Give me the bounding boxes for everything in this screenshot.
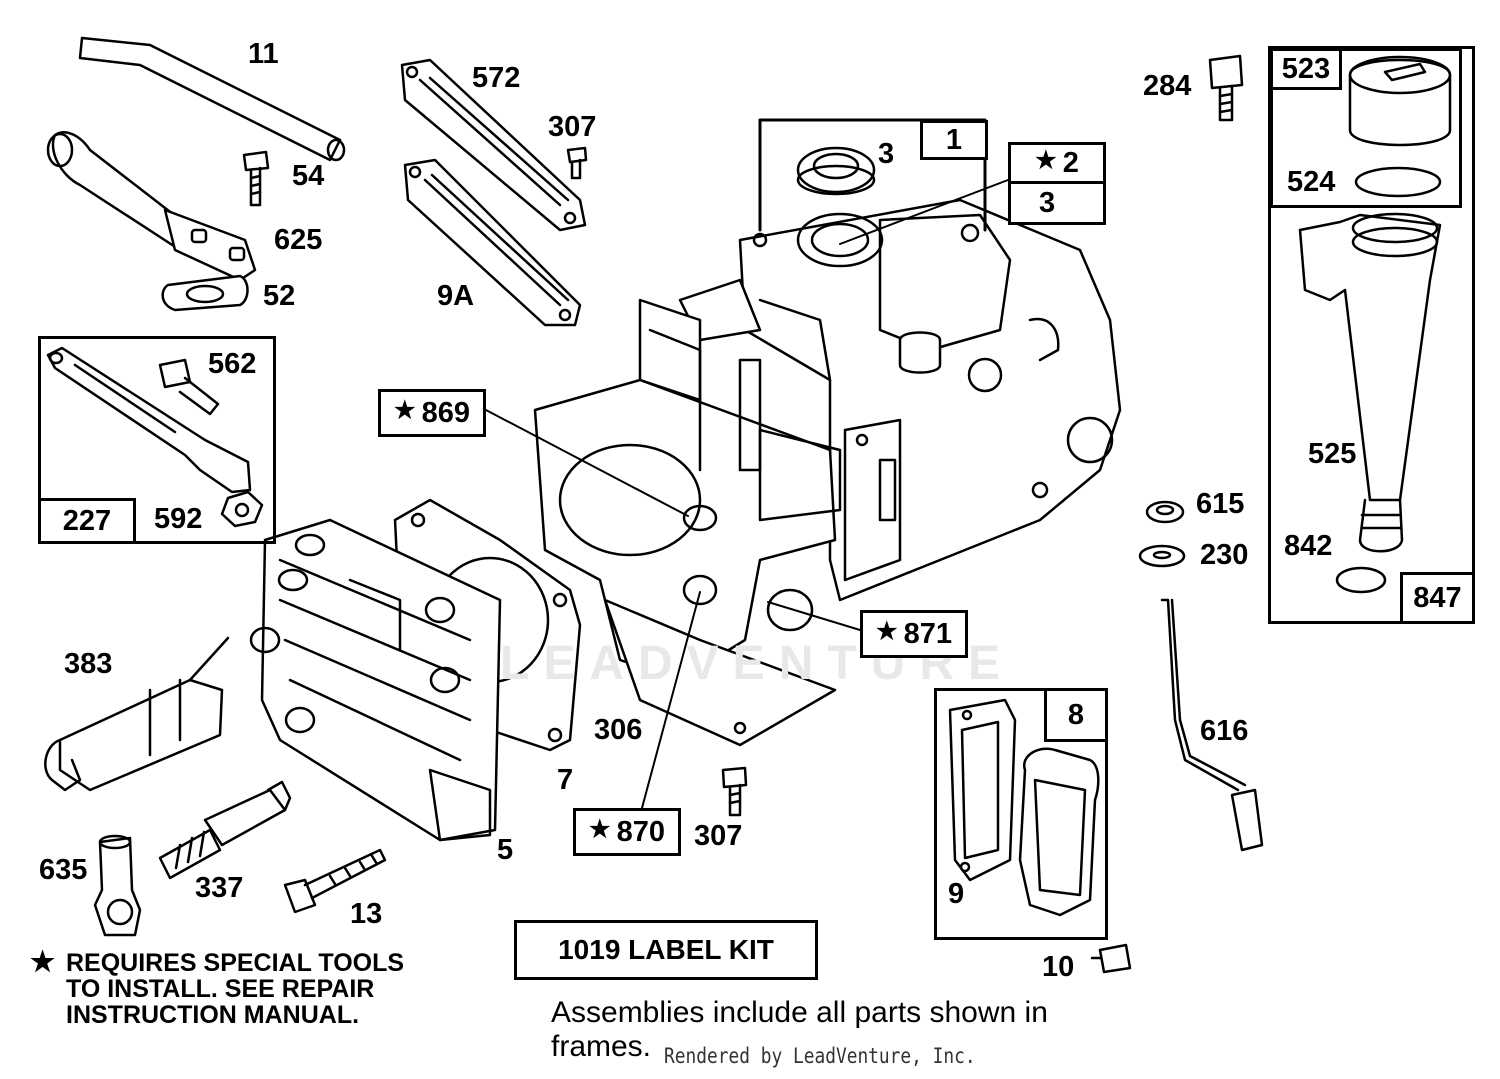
breather-tube-part <box>78 36 346 162</box>
callout-3: 3 <box>1039 186 1056 219</box>
plug-boot-part <box>93 834 142 937</box>
callout-870: 870 <box>616 815 665 848</box>
gasket-9A-part <box>403 158 582 327</box>
ignition-armature-part <box>44 636 230 792</box>
callout-383: 383 <box>64 648 113 680</box>
star-icon: ★ <box>1035 147 1057 174</box>
callout-52: 52 <box>263 280 296 312</box>
oil-seal-part <box>796 146 876 196</box>
intake-elbow-part <box>46 131 257 282</box>
callout-871: 871 <box>903 617 952 650</box>
frame-8 <box>934 688 1108 940</box>
callout-8-box: 8 <box>1044 688 1108 742</box>
governor-link-part <box>1160 598 1264 852</box>
nut-592-part <box>220 490 264 528</box>
callout-2-box: ★ 2 <box>1008 142 1106 184</box>
callout-635: 635 <box>39 854 88 886</box>
screw-284-part <box>1208 54 1244 122</box>
frame-227 <box>38 336 276 544</box>
callout-871-box: ★ 871 <box>860 610 968 658</box>
gasket-572-part <box>400 58 587 232</box>
breather-cover-part <box>1018 747 1100 917</box>
callout-847: 847 <box>1413 581 1462 614</box>
star-icon: ★ <box>876 618 898 645</box>
screw-54-part <box>242 150 270 207</box>
callout-3-box: 3 <box>1008 181 1106 225</box>
base-gasket-part <box>603 598 837 747</box>
callout-572: 572 <box>472 62 521 94</box>
screw-307-bottom-part <box>721 766 748 817</box>
special-tools-line1: REQUIRES SPECIAL TOOLS <box>66 949 405 977</box>
callout-592: 592 <box>154 503 203 535</box>
callout-870-box: ★ 870 <box>573 808 681 856</box>
callout-524: 524 <box>1287 166 1336 198</box>
assemblies-note: Assemblies include all parts shown in fr… <box>551 996 1048 1064</box>
callout-525: 525 <box>1308 438 1357 470</box>
governor-lever-part <box>46 346 252 494</box>
star-icon: ★ <box>589 816 611 843</box>
callout-10: 10 <box>1042 951 1075 983</box>
callout-11: 11 <box>248 38 279 70</box>
star-icon: ★ <box>394 397 416 424</box>
callout-842: 842 <box>1284 530 1333 562</box>
callout-523: 523 <box>1281 52 1331 85</box>
bolt-562-part <box>158 358 220 416</box>
callout-1-box: 1 <box>920 120 988 160</box>
washer-230-part <box>1138 544 1186 568</box>
callout-8: 8 <box>1067 698 1085 731</box>
callout-1: 1 <box>945 123 963 156</box>
callout-337: 337 <box>195 872 244 904</box>
callout-307-top: 307 <box>548 111 597 143</box>
callout-562: 562 <box>208 348 257 380</box>
callout-869-box: ★ 869 <box>378 389 486 437</box>
callout-306: 306 <box>594 714 643 746</box>
washer-615-part <box>1145 500 1185 524</box>
assemblies-line2: frames. <box>551 1030 652 1063</box>
rendered-by: Rendered by LeadVenture, Inc. <box>664 1044 976 1068</box>
head-bolt-part <box>283 848 387 914</box>
screw-307-top-part <box>566 146 588 180</box>
callout-625: 625 <box>274 224 323 256</box>
frame-523 <box>1270 48 1462 208</box>
o-ring-842-part <box>1335 566 1387 594</box>
spark-plug-part <box>158 780 292 880</box>
callout-847-box: 847 <box>1400 572 1475 624</box>
callout-227-box: 227 <box>38 498 136 544</box>
callout-2: 2 <box>1062 146 1079 179</box>
assemblies-line1: Assemblies include all parts shown in <box>551 996 1048 1029</box>
callout-307-bottom: 307 <box>694 820 743 852</box>
screw-10-part <box>1090 943 1132 974</box>
dipstick-cap-part <box>1348 55 1452 147</box>
callout-284: 284 <box>1143 70 1192 102</box>
gasket-52-part <box>161 274 249 312</box>
special-tools-line3: INSTRUCTION MANUAL. <box>66 1001 360 1029</box>
dipstick-tube-part <box>1298 212 1442 553</box>
callout-869: 869 <box>421 396 470 429</box>
cylinder-head-part <box>249 518 502 842</box>
callout-3-seal: 3 <box>878 138 895 170</box>
callout-7: 7 <box>557 764 574 796</box>
special-tools-note: ★ REQUIRES SPECIAL TOOLS TO INSTALL. SEE… <box>30 946 405 1029</box>
special-tools-line2: TO INSTALL. SEE REPAIR <box>66 975 375 1003</box>
star-icon: ★ <box>30 946 56 977</box>
callout-230: 230 <box>1200 539 1249 571</box>
callout-9: 9 <box>948 878 965 910</box>
o-ring-524-part <box>1354 166 1442 198</box>
callout-227: 227 <box>62 504 112 537</box>
callout-5: 5 <box>497 834 514 866</box>
frame-1-bracket <box>758 118 987 232</box>
callout-523-box: 523 <box>1270 48 1342 90</box>
gasket-9-part <box>948 698 1017 882</box>
callout-615: 615 <box>1196 488 1245 520</box>
callout-54: 54 <box>292 160 325 192</box>
callout-13: 13 <box>350 898 383 930</box>
callout-9A: 9A <box>437 280 475 312</box>
callout-616: 616 <box>1200 715 1249 747</box>
frame-847 <box>1268 46 1475 624</box>
leader-lines <box>485 179 1009 809</box>
label-kit-box: 1019 LABEL KIT <box>514 920 818 980</box>
label-kit: 1019 LABEL KIT <box>558 934 774 965</box>
